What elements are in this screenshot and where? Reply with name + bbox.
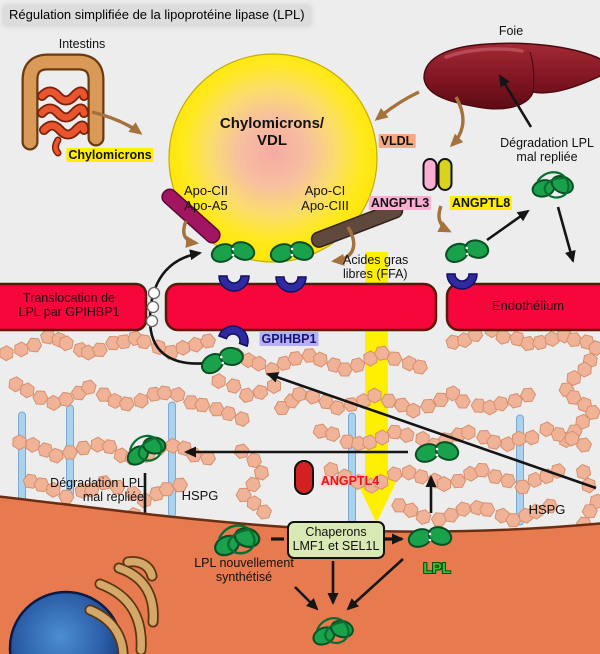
- angptl8-pill: [437, 158, 453, 191]
- misfolded-lpl: [527, 167, 578, 207]
- endoplasmic-reticulum: [84, 556, 159, 654]
- hspg-hexagon-chains: [0, 322, 600, 538]
- liver-label: Foie: [498, 24, 524, 38]
- angptl3-pill: [422, 158, 438, 191]
- liver-illustration: [423, 42, 600, 110]
- lpl-dimer: [441, 235, 493, 267]
- chylomicrons-label: Chylomicrons: [66, 148, 154, 162]
- angptl4-label: ANGPTL4: [320, 474, 380, 488]
- chylomicron-particle: [168, 53, 378, 263]
- angptl8-label: ANGPTL8: [449, 196, 513, 210]
- lpl-dimer: [194, 340, 250, 380]
- membrane-segment-left: [0, 282, 148, 332]
- gpihbp1-label: GPIHBP1: [259, 332, 319, 346]
- vldl-label: VLDL: [378, 134, 416, 148]
- intestine-illustration: [21, 53, 105, 157]
- endothelium-label: Endothélium: [491, 298, 565, 313]
- brown-flux-arrows: [91, 90, 465, 266]
- particle-name: Chylomicrons/VDL: [219, 115, 325, 149]
- hspg-stalks: [18, 401, 524, 526]
- diagram-title: Régulation simplifiée de la lipoprotéine…: [4, 6, 310, 25]
- angptl4-pill: [294, 460, 314, 495]
- hspg-left-label: HSPG: [181, 488, 219, 503]
- endothelium-membrane: [0, 282, 600, 332]
- intestine-label: Intestins: [58, 37, 106, 51]
- transcytosis-vesicles: [145, 286, 161, 328]
- angptl3-label: ANGPTL3: [368, 196, 432, 210]
- lpl-label: LPL: [423, 561, 451, 577]
- black-arrows: [271, 74, 576, 611]
- membrane-segment-middle: [164, 282, 438, 332]
- hspg-right-label: HSPG: [528, 502, 566, 517]
- membrane-segment-right: [445, 282, 600, 332]
- lpl-trafficking-arrows: [139, 372, 597, 526]
- angptl3-angptl8-pills: [422, 158, 453, 191]
